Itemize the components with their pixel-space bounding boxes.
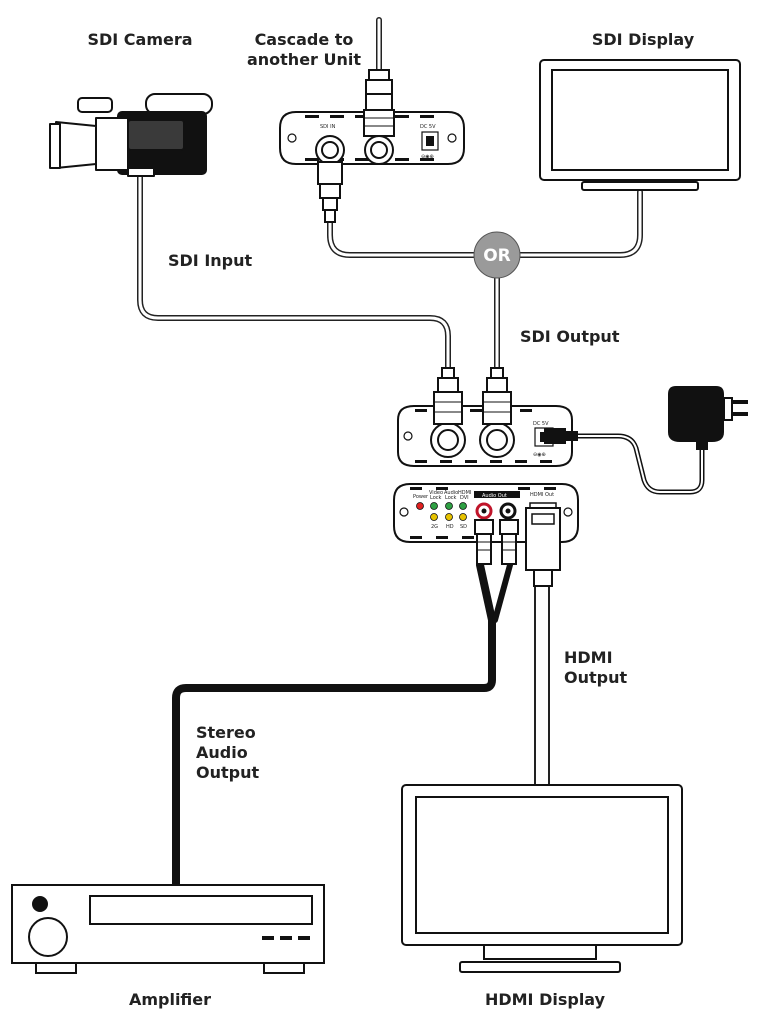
amplifier [11, 884, 325, 974]
hdmi-out-label: HDMI Out [530, 492, 554, 498]
hdmi-output-label: HDMI Output [564, 648, 628, 687]
audio-out-label: Audio Out [482, 493, 507, 499]
dc-5v-top-label: DC 5V [420, 124, 436, 130]
power-label: Power [413, 494, 429, 500]
cascade-cable [327, 219, 477, 258]
led-sd-label: SD [460, 524, 467, 530]
hdmi-display [401, 784, 683, 973]
sdi-camera-label: SDI Camera [87, 30, 193, 49]
stereo-audio-cable [172, 561, 496, 889]
hdmi-display-label: HDMI Display [484, 990, 606, 1009]
sdi-output-label: SDI Output [520, 327, 620, 346]
led-2g-label: 2G [431, 524, 438, 530]
led-hd-label: HD [446, 524, 454, 530]
sdi-display-label: SDI Display [591, 30, 695, 49]
svg-text:⊖◉⊕: ⊖◉⊕ [421, 154, 434, 160]
sdi-display [539, 59, 741, 191]
stereo-audio-output-label: Stereo Audio Output [196, 723, 260, 782]
cables [137, 17, 705, 889]
amplifier-label: Amplifier [128, 990, 212, 1009]
or-label: OR [483, 246, 511, 266]
power-adapter [668, 386, 748, 450]
sdi-display-cable [517, 189, 643, 258]
sdi-in-label: SDI IN [320, 124, 336, 130]
cascade-label: Cascade to another Unit [246, 30, 362, 69]
sdi-input-label: SDI Input [168, 251, 253, 270]
sdi-input-cable [137, 169, 451, 375]
converter-sdi-panel: DC 5V ⊖◉⊕ [397, 367, 578, 467]
dc-5v-main-label: DC 5V [533, 421, 549, 427]
cascade-unit: SDI IN DC 5V ⊖◉⊕ [279, 69, 465, 223]
sdi-camera [49, 93, 213, 177]
svg-text:⊖◉⊕: ⊖◉⊕ [533, 452, 546, 458]
or-node: OR [473, 231, 521, 279]
